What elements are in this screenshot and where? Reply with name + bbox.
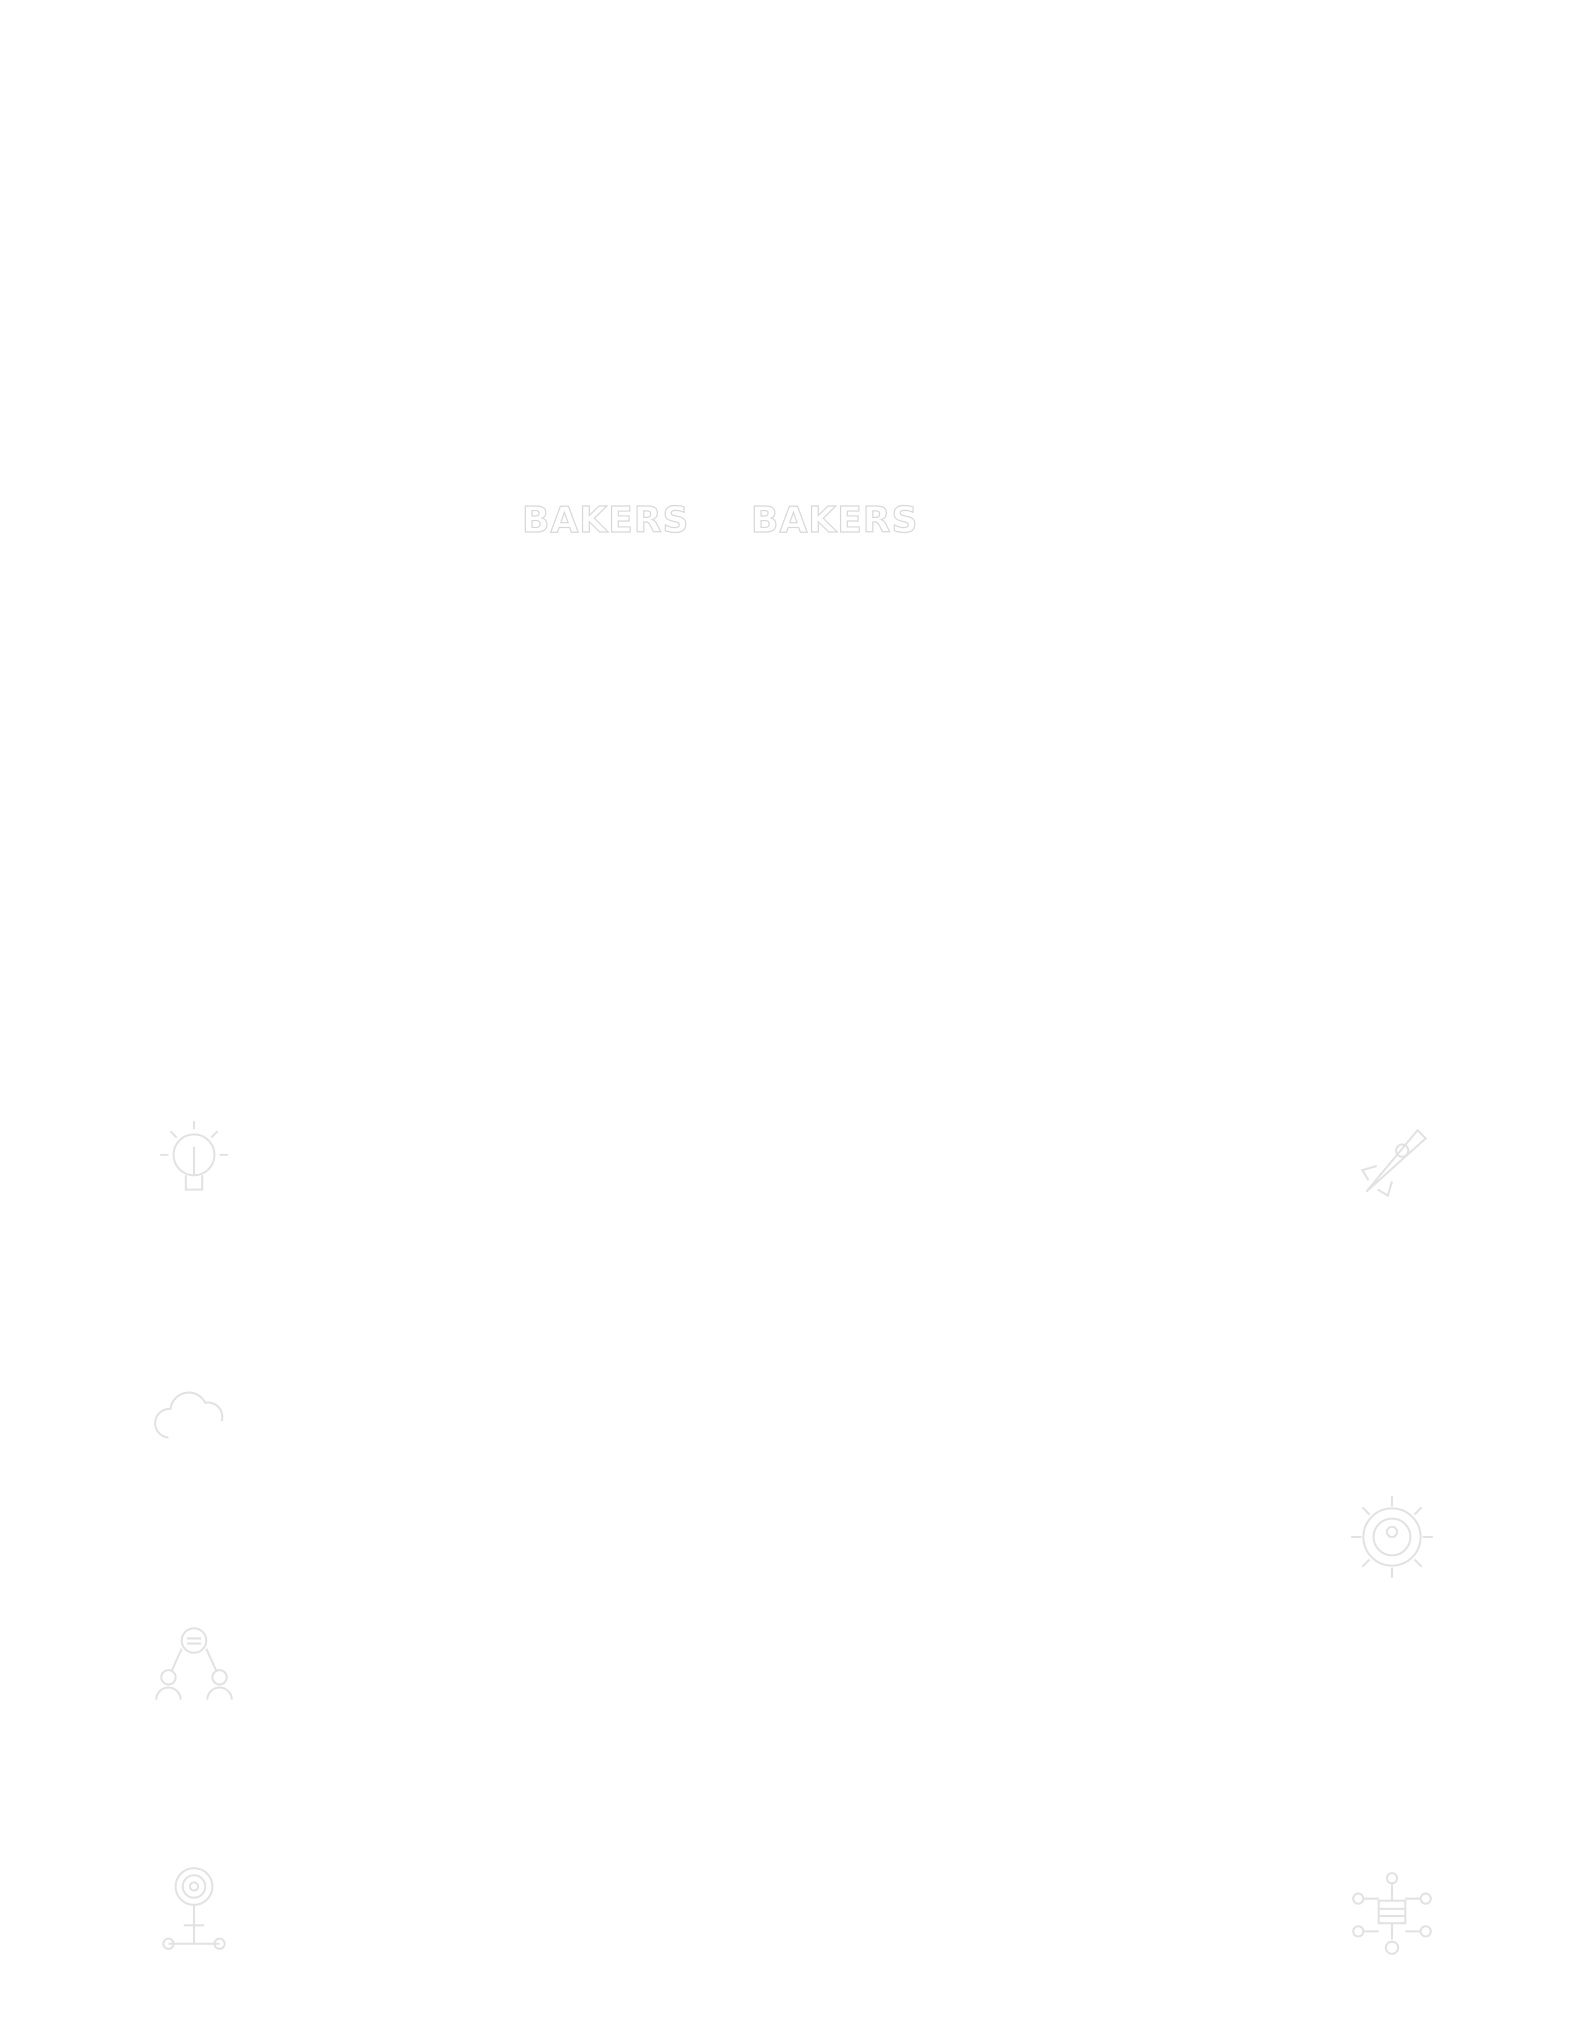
rocket-icon — [1346, 1120, 1438, 1212]
team-icon — [148, 1618, 240, 1710]
brand-logo-right: BAKERS — [750, 499, 919, 541]
cloud-icon — [148, 1366, 240, 1458]
brand-logo-left: BAKERS — [521, 499, 690, 541]
network-icon — [1346, 1868, 1438, 1960]
lightbulb-icon — [148, 1116, 240, 1208]
gear-icon — [1346, 1491, 1438, 1583]
target-person-icon — [148, 1864, 240, 1956]
